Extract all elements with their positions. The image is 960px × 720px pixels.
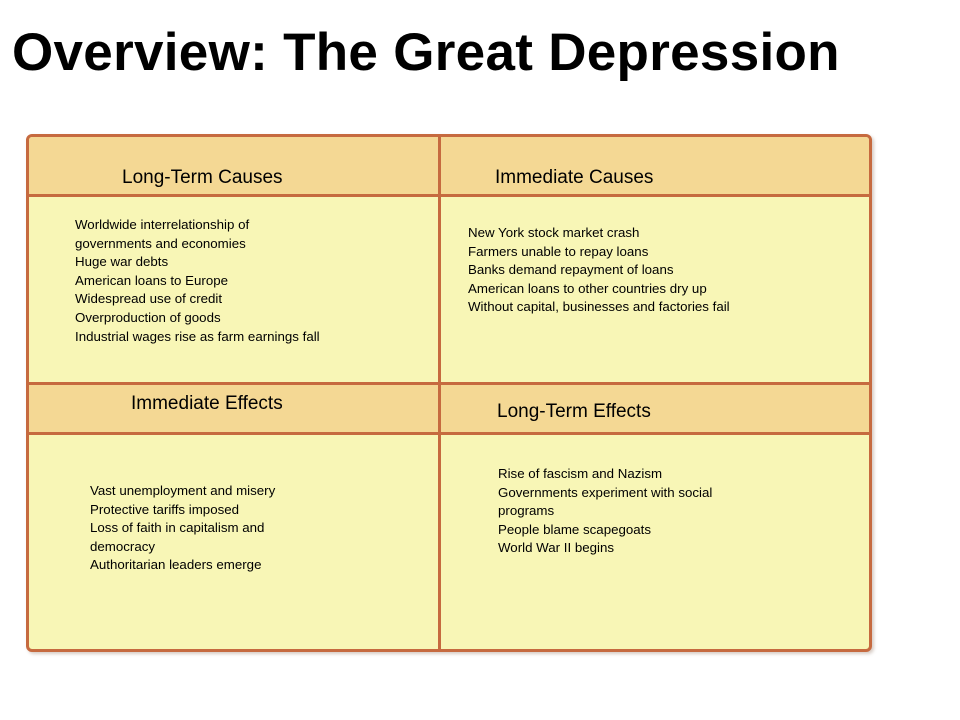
list-item: Overproduction of goods bbox=[75, 309, 221, 325]
list-item: Loss of faith in capitalism and bbox=[90, 520, 265, 536]
list-item: Banks demand repayment of loans bbox=[468, 262, 674, 278]
list-item: Industrial wages rise as farm earnings f… bbox=[75, 328, 320, 344]
list-item: Farmers unable to repay loans bbox=[468, 243, 649, 259]
list-item: American loans to Europe bbox=[75, 272, 228, 288]
list-item: American loans to other countries dry up bbox=[468, 280, 707, 296]
cause-effect-chart: Long-Term Causes Worldwide interrelation… bbox=[26, 134, 872, 652]
list-item: Widespread use of credit bbox=[75, 291, 223, 307]
list-item: Governments experiment with social bbox=[498, 484, 713, 500]
list-item: Without capital, businesses and factorie… bbox=[468, 299, 730, 315]
list-item: Huge war debts bbox=[75, 254, 169, 270]
slide-title: Overview: The Great Depression bbox=[12, 23, 840, 82]
immediate-effects-heading: Immediate Effects bbox=[131, 393, 283, 414]
list-item: democracy bbox=[90, 538, 156, 554]
immediate-causes-heading: Immediate Causes bbox=[495, 167, 654, 188]
list-item: Authoritarian leaders emerge bbox=[90, 557, 262, 573]
immediate-causes-list: New York stock market crash Farmers unab… bbox=[468, 224, 730, 317]
list-item: programs bbox=[498, 503, 555, 519]
immediate-effects-list: Vast unemployment and misery Protective … bbox=[90, 482, 275, 575]
long-term-effects-heading: Long-Term Effects bbox=[497, 401, 651, 422]
list-item: governments and economies bbox=[75, 235, 246, 251]
long-term-causes-heading: Long-Term Causes bbox=[122, 167, 283, 188]
header-band-causes bbox=[29, 137, 869, 197]
long-term-causes-list: Worldwide interrelationship of governmen… bbox=[75, 216, 320, 346]
long-term-effects-list: Rise of fascism and Nazism Governments e… bbox=[498, 465, 712, 558]
list-item: Rise of fascism and Nazism bbox=[498, 466, 663, 481]
header-band-effects bbox=[29, 382, 869, 435]
list-item: World War II begins bbox=[498, 540, 615, 556]
list-item: Vast unemployment and misery bbox=[90, 483, 276, 498]
list-item: New York stock market crash bbox=[468, 225, 640, 240]
list-item: People blame scapegoats bbox=[498, 521, 652, 537]
list-item: Protective tariffs imposed bbox=[90, 501, 240, 517]
list-item: Worldwide interrelationship of bbox=[75, 217, 250, 232]
column-divider bbox=[438, 137, 441, 649]
